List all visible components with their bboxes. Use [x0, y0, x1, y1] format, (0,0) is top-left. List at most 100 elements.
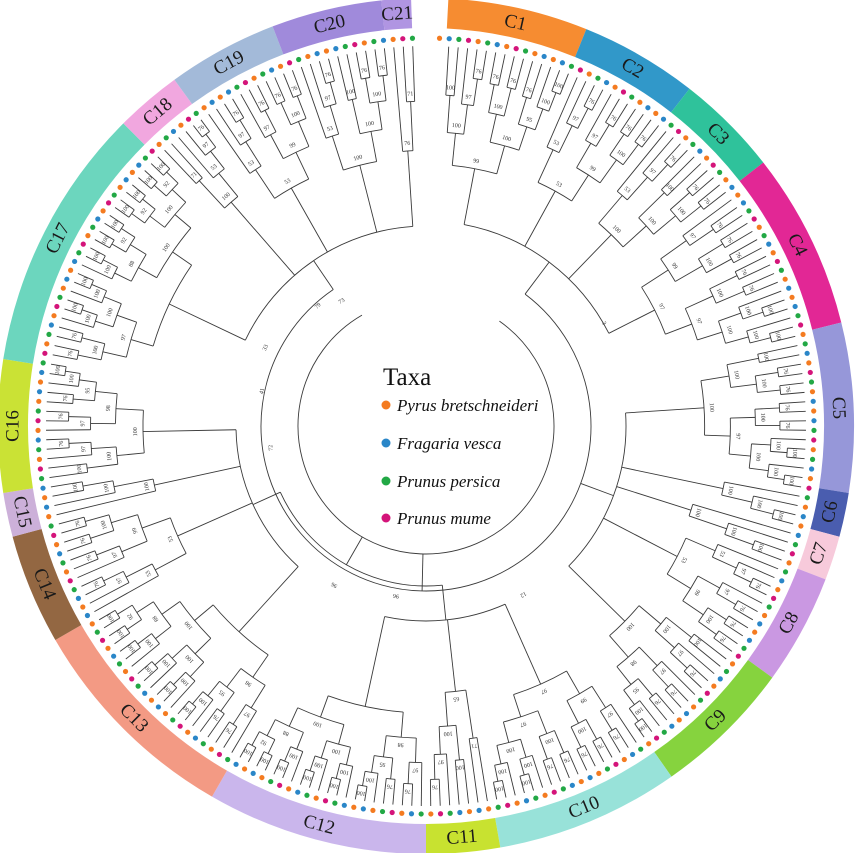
- tree-arc: [142, 410, 145, 454]
- tree-branch: [750, 507, 774, 515]
- tree-branch: [779, 410, 806, 413]
- bootstrap-label: 100: [756, 542, 765, 553]
- tree-branch: [291, 70, 302, 95]
- tree-arc: [473, 77, 482, 81]
- bootstrap-label: 100: [729, 526, 738, 536]
- tree-branch: [598, 195, 623, 224]
- leaf-dot: [653, 735, 660, 741]
- tree-branch: [95, 390, 118, 395]
- leaf-dot: [466, 808, 473, 815]
- bootstrap-label: 100: [84, 314, 92, 324]
- leaf-dot: [811, 408, 817, 414]
- tree-arc: [634, 718, 643, 725]
- leaf-dot: [494, 41, 500, 48]
- leaf-dot: [807, 369, 813, 376]
- tree-branch: [125, 563, 153, 578]
- bootstrap-label: 100: [633, 705, 644, 715]
- bootstrap-label: 97: [605, 709, 613, 717]
- tree-branch: [270, 134, 284, 159]
- tree-branch: [730, 383, 757, 388]
- leaf-dot: [778, 267, 784, 273]
- tree-branch: [501, 780, 507, 798]
- tree-branch: [626, 176, 648, 201]
- tree-arc: [551, 90, 561, 95]
- tree-branch: [131, 213, 145, 224]
- bootstrap-label: 95: [631, 686, 639, 694]
- leaf-dot: [729, 184, 735, 190]
- bootstrap-label: 100: [725, 325, 733, 335]
- leaf-dot: [811, 437, 817, 443]
- leaf-dot: [761, 233, 767, 239]
- tree-branch: [666, 163, 702, 196]
- tree-branch: [503, 88, 512, 117]
- tree-branch: [94, 575, 159, 612]
- tree-branch: [585, 93, 612, 141]
- bootstrap-label: 100: [661, 623, 671, 634]
- tree-branch: [138, 177, 152, 190]
- bootstrap-label: 76: [609, 115, 617, 123]
- bootstrap-label: 76: [580, 750, 588, 758]
- bootstrap-label: 97: [116, 576, 124, 584]
- leaf-dot: [504, 43, 510, 50]
- tree-branch: [111, 514, 138, 524]
- tree-branch: [585, 719, 598, 740]
- tree-arc: [434, 753, 447, 755]
- leaf-dot: [710, 162, 716, 168]
- tree-branch: [468, 738, 479, 803]
- tree-branch: [757, 389, 781, 393]
- tree-branch: [61, 525, 87, 534]
- tree-branch: [700, 375, 730, 382]
- leaf-dot: [569, 782, 575, 788]
- tree-branch: [103, 570, 124, 582]
- legend: Taxa Pyrus bretschneideri Fragaria vesca…: [381, 364, 539, 528]
- leaf-dot: [111, 192, 117, 198]
- tree-branch: [706, 258, 732, 274]
- leaf-dot: [704, 690, 710, 696]
- tree-branch: [621, 466, 724, 490]
- tree-branch: [156, 681, 171, 695]
- tree-branch: [722, 582, 763, 604]
- tree-branch: [571, 174, 589, 202]
- leaf-dot: [757, 621, 763, 627]
- tree-arc: [137, 514, 148, 542]
- bootstrap-label: 97: [648, 168, 656, 176]
- inner-node-label: 41: [259, 388, 266, 395]
- leaf-dot: [42, 495, 48, 501]
- bootstrap-label: 76: [80, 537, 88, 545]
- leaf-dot: [418, 811, 424, 817]
- tree-arc: [118, 224, 125, 233]
- bootstrap-label: 100: [760, 378, 767, 388]
- tree-branch: [273, 759, 281, 775]
- leaf-dot: [400, 36, 406, 42]
- tree-branch: [771, 335, 796, 343]
- tree-branch: [689, 664, 709, 682]
- tree-arc: [700, 380, 706, 436]
- tree-branch: [444, 692, 449, 727]
- leaf-dot: [370, 807, 376, 813]
- bootstrap-label: 100: [501, 135, 511, 143]
- tree-branch: [345, 536, 363, 565]
- tree-branch: [141, 517, 171, 529]
- bootstrap-label: 76: [725, 236, 733, 244]
- tree-branch: [52, 354, 78, 360]
- tree-branch: [737, 600, 758, 612]
- bootstrap-label: 100: [164, 205, 174, 216]
- tree-branch: [255, 169, 275, 199]
- tree-branch: [154, 465, 241, 486]
- tree-branch: [239, 742, 249, 758]
- tree-branch: [682, 199, 732, 237]
- leaf-dot: [35, 418, 41, 424]
- tree-branch: [537, 710, 548, 734]
- bootstrap-label: 100: [55, 365, 62, 375]
- bootstrap-label: 100: [493, 103, 503, 111]
- bootstrap-label: 97: [694, 318, 702, 326]
- tree-branch: [707, 607, 727, 621]
- leaf-dot: [560, 786, 566, 792]
- tree-branch: [517, 97, 527, 125]
- bootstrap-label: 76: [596, 741, 604, 749]
- bootstrap-label: 100: [198, 696, 209, 706]
- legend-label-pyrus: Pyrus bretschneideri: [396, 396, 539, 415]
- tree-branch: [138, 267, 157, 279]
- tree-branch: [559, 754, 570, 779]
- tree-branch: [111, 243, 127, 253]
